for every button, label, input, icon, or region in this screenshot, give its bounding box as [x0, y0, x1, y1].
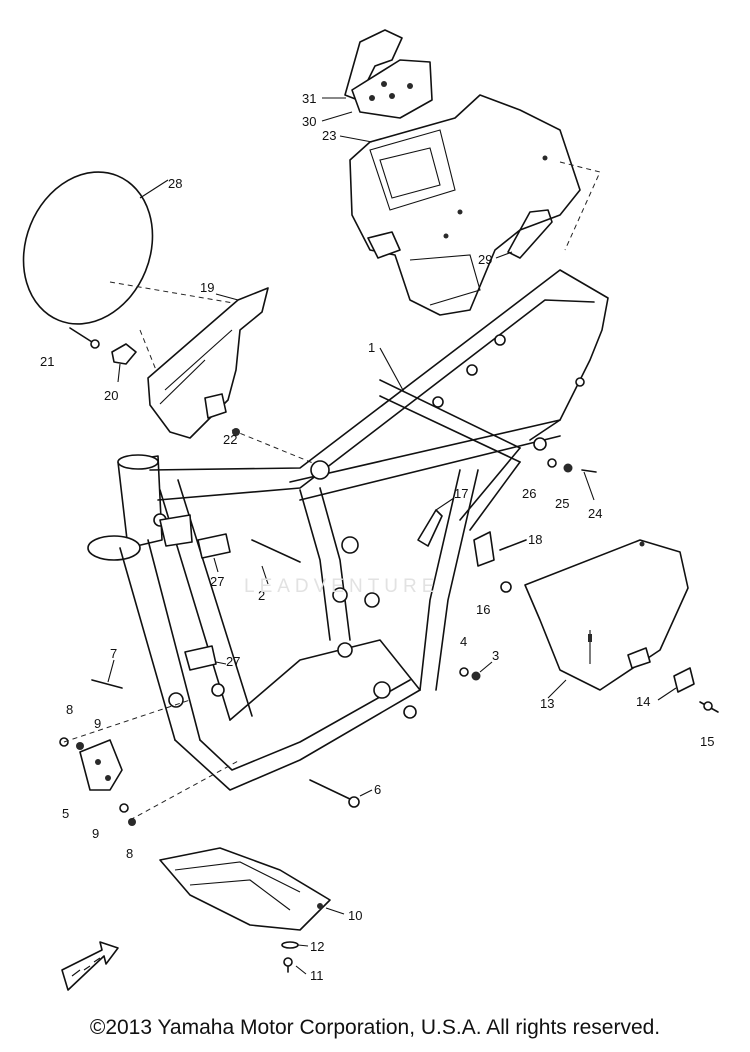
label-14: 14	[636, 694, 650, 709]
part-washer-4-nut-3	[459, 661, 493, 681]
part-side-cover-19	[147, 287, 269, 439]
part-airbox-23	[339, 94, 581, 316]
label-27a: 27	[210, 574, 224, 589]
label-24: 24	[588, 506, 602, 521]
label-10: 10	[348, 908, 362, 923]
label-9b: 9	[92, 826, 99, 841]
label-5: 5	[62, 806, 69, 821]
part-clamp-27a	[197, 533, 231, 573]
part-grommet-14-bolt-15	[657, 667, 719, 713]
part-skid-plate-10	[159, 847, 345, 931]
frame-exploded-diagram: 31 30 23 28 29 19 1 21 20 22 26 25 24 17…	[22, 29, 719, 991]
label-8b: 8	[126, 846, 133, 861]
label-4: 4	[460, 634, 467, 649]
part-seat-bracket-31-30	[321, 29, 433, 122]
label-1: 1	[368, 340, 375, 355]
label-15: 15	[700, 734, 714, 749]
part-bolt-18	[473, 531, 527, 567]
label-3: 3	[492, 648, 499, 663]
part-clamp-27b	[184, 645, 217, 671]
label-18: 18	[528, 532, 542, 547]
label-17: 17	[454, 486, 468, 501]
part-emblem-28	[22, 171, 169, 325]
label-7: 7	[110, 646, 117, 661]
part-engine-mount-5	[59, 699, 241, 826]
label-20: 20	[104, 388, 118, 403]
label-26: 26	[522, 486, 536, 501]
part-side-cover-13	[524, 539, 689, 699]
part-fitting-17	[417, 497, 455, 547]
part-bolt-2	[251, 539, 301, 585]
part-bolt-21-grommet-20	[69, 327, 137, 383]
label-6: 6	[374, 782, 381, 797]
part-bolt-6	[309, 779, 373, 808]
label-29: 29	[478, 252, 492, 267]
label-2: 2	[258, 588, 265, 603]
fwd-arrow-icon	[61, 941, 119, 991]
label-27b: 27	[226, 654, 240, 669]
part-frame-1	[87, 269, 609, 791]
label-30: 30	[302, 114, 316, 129]
label-22: 22	[223, 432, 237, 447]
label-8a: 8	[66, 702, 73, 717]
part-washer-12-bolt-11	[281, 941, 309, 975]
label-13: 13	[540, 696, 554, 711]
part-bracket-29	[495, 209, 553, 259]
part-bolt-7	[91, 659, 123, 689]
label-21: 21	[40, 354, 54, 369]
copyright-notice: ©2013 Yamaha Motor Corporation, U.S.A. A…	[89, 1016, 661, 1039]
label-11: 11	[310, 968, 324, 983]
label-28: 28	[168, 176, 182, 191]
label-25: 25	[555, 496, 569, 511]
label-23: 23	[322, 128, 336, 143]
label-19: 19	[200, 280, 214, 295]
part-hardware-24-25-26	[547, 458, 597, 501]
label-31: 31	[302, 91, 316, 106]
part-nut-16	[500, 581, 512, 593]
label-16: 16	[476, 602, 490, 617]
watermark: LEADVENTURE	[244, 576, 440, 597]
label-9a: 9	[94, 716, 101, 731]
label-12: 12	[310, 939, 324, 954]
